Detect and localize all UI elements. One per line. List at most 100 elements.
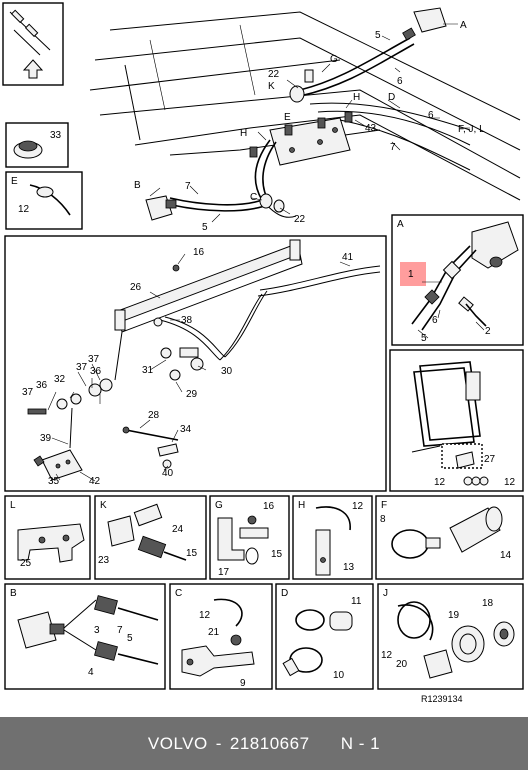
label-22-main-b: 22 [294, 214, 306, 225]
footer-text: VOLVO-21810667 N - 1 [144, 734, 384, 754]
label-5-a: 5 [421, 333, 427, 344]
label-h-main: H [353, 92, 360, 103]
label-k-letter: K [100, 500, 107, 511]
label-6-a: 6 [432, 315, 438, 326]
highlight-part-1 [400, 262, 426, 286]
label-23: 23 [98, 555, 110, 566]
label-f-letter: F [381, 500, 387, 511]
footer-quantity: N - 1 [340, 733, 381, 753]
label-3: 3 [94, 625, 100, 636]
label-l-letter: L [10, 500, 16, 511]
inset-orientation [2, 2, 64, 86]
footer-bar: VOLVO-21810667 N - 1 [0, 717, 528, 770]
panel-cable-tie: 27 12 12 [389, 349, 524, 492]
label-7-b: 7 [117, 625, 123, 636]
label-43-main: 43 [365, 123, 377, 134]
label-32: 32 [54, 374, 66, 385]
label-e-main: E [284, 112, 291, 123]
label-24: 24 [172, 524, 184, 535]
label-29: 29 [186, 389, 198, 400]
label-37-c: 37 [22, 387, 34, 398]
label-22-main: 22 [268, 69, 280, 80]
label-13: 13 [343, 562, 355, 573]
label-6-main-b: 6 [428, 110, 434, 121]
label-6-main: 6 [397, 76, 403, 87]
panel-d: D 11 10 [275, 583, 374, 690]
label-37-b: 37 [76, 362, 88, 373]
label-12-r-a: 12 [434, 477, 446, 488]
label-14: 14 [500, 550, 512, 561]
label-36-b: 36 [36, 380, 48, 391]
label-h-letter: H [298, 500, 305, 511]
label-12-c: 12 [199, 610, 211, 621]
label-36-a: 36 [90, 366, 102, 377]
label-4: 4 [88, 667, 94, 678]
label-41: 41 [342, 252, 354, 263]
label-12-j: 12 [381, 650, 393, 661]
label-42: 42 [89, 476, 101, 487]
label-1: 1 [408, 269, 414, 280]
label-d-letter: D [281, 588, 288, 599]
label-e-letter: E [11, 176, 18, 187]
label-5-main-b: 5 [202, 222, 208, 233]
label-11: 11 [351, 596, 362, 607]
panel-j: J 18 19 12 20 [377, 583, 524, 690]
label-38: 38 [181, 315, 193, 326]
label-a-main: A [460, 20, 467, 31]
label-16-center: 16 [193, 247, 205, 258]
label-7-main: 7 [390, 142, 396, 153]
label-27: 27 [484, 454, 496, 465]
label-c-letter: C [175, 588, 182, 599]
label-17: 17 [218, 567, 230, 578]
label-5-b: 5 [127, 633, 133, 644]
label-16-g: 16 [263, 501, 275, 512]
label-9: 9 [240, 678, 246, 689]
footer-separator: - [215, 733, 222, 753]
label-k-main: K [268, 81, 275, 92]
panel-k: K 24 23 15 [94, 495, 207, 580]
panel-center: 16 41 26 38 37 36 37 32 36 37 39 31 30 2… [4, 235, 387, 492]
panel-b: B 3 7 5 4 [4, 583, 166, 690]
label-21: 21 [208, 627, 220, 638]
panel-a: A 1 6 5 2 [391, 214, 524, 346]
label-15-k: 15 [186, 548, 198, 559]
panel-c: C 12 21 9 [169, 583, 273, 690]
panel-g: G 16 15 17 [209, 495, 290, 580]
label-g-letter: G [215, 500, 223, 511]
label-5-main: 5 [375, 30, 381, 41]
label-7-main-b: 7 [185, 181, 191, 192]
label-d-main: D [388, 92, 395, 103]
label-h-main-b: H [240, 128, 247, 139]
inset-grommet-33: 33 [5, 122, 69, 168]
label-10: 10 [333, 670, 345, 681]
label-8: 8 [380, 514, 386, 525]
label-40: 40 [162, 468, 174, 479]
label-12-e: 12 [18, 204, 30, 215]
reference-code: R1239134 [421, 694, 463, 704]
label-33: 33 [50, 130, 62, 141]
label-g-main: G [330, 54, 338, 65]
label-j-letter: J [383, 588, 388, 599]
label-12-h: 12 [352, 501, 364, 512]
label-19: 19 [448, 610, 460, 621]
label-25: 25 [20, 558, 32, 569]
footer-part-number: 21810667 [229, 733, 310, 753]
label-fjl-main: F, J, L [458, 124, 485, 135]
footer-brand: VOLVO [147, 733, 208, 753]
label-c-main: C [250, 192, 257, 203]
panel-l: L 25 [4, 495, 91, 580]
label-20: 20 [396, 659, 408, 670]
label-18: 18 [482, 598, 494, 609]
panel-h: H 12 13 [292, 495, 373, 580]
inset-e: E 12 [5, 171, 83, 230]
label-b-letter: B [10, 588, 17, 599]
label-15-g: 15 [271, 549, 283, 560]
label-34: 34 [180, 424, 192, 435]
main-assembly: A 5 6 G 22 K H D 6 F, J, L E 43 H 7 B 7 … [89, 7, 521, 233]
label-26: 26 [130, 282, 142, 293]
label-30: 30 [221, 366, 233, 377]
panel-f: F 8 14 [375, 495, 524, 580]
arrow-up-icon [22, 59, 44, 79]
label-39: 39 [40, 433, 52, 444]
label-b-main: B [134, 180, 141, 191]
